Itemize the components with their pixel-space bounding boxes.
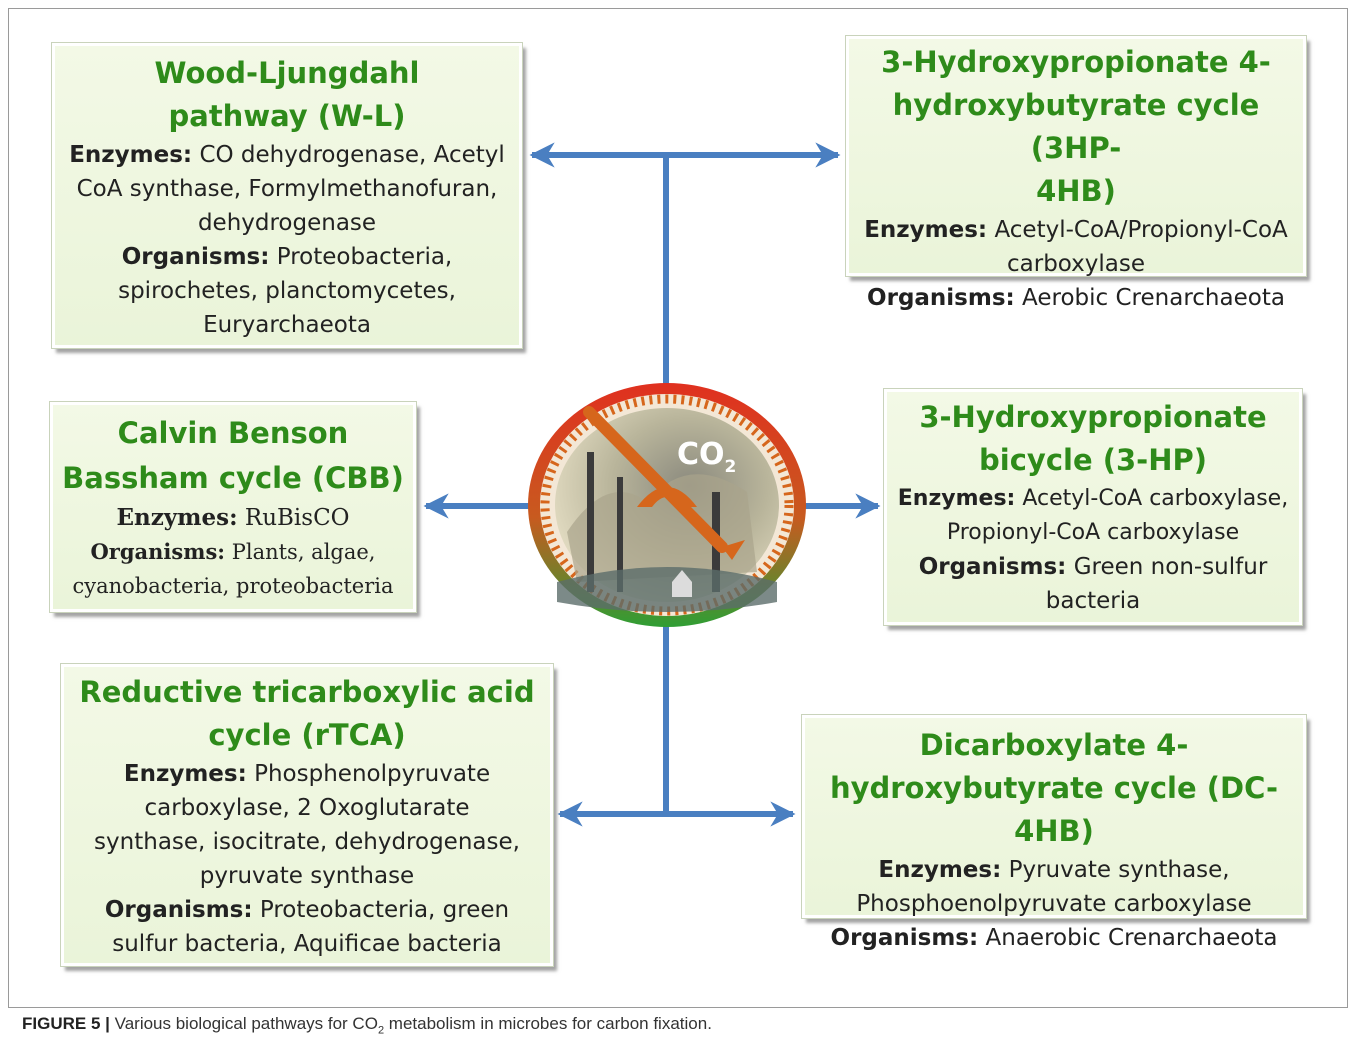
enzymes-label: Enzymes: [897,486,1016,511]
enzymes-line: Enzymes: Acetyl-CoA carboxylase, Propion… [887,482,1299,550]
box-3hp-bicycle: 3-Hydroxypropionate bicycle (3-HP) Enzym… [883,388,1303,626]
organisms-label: Organisms: [830,925,979,951]
enzymes-label: Enzymes: [878,857,1002,883]
enzymes-line: Enzymes: RuBisCO [53,501,413,535]
enzymes-text: Acetyl-CoA/Propionyl-CoA carboxylase [994,217,1288,277]
enzymes-line: Enzymes: CO dehydrogenase, Acetyl CoA sy… [55,138,519,240]
enzymes-label: Enzymes: [69,142,193,168]
co2-emblem: CO2 [527,382,807,628]
organisms-line: Organisms: Proteobacteria, spirochetes, … [55,240,519,342]
organisms-text: Green non-sulfur bacteria [1045,554,1268,614]
box-reductive-tca: Reductive tricarboxylic acid cycle (rTCA… [60,663,554,967]
enzymes-label: Enzymes: [116,504,238,531]
caption-text: Various biological pathways for CO2 meta… [114,1014,712,1037]
enzymes-text: CO dehydrogenase, Acetyl CoA synthase, F… [76,142,505,236]
box-title: Wood-Ljungdahl pathway (W-L) [154,56,420,133]
organisms-label: Organisms: [867,285,1015,311]
enzymes-text: Pyruvate synthase, Phosphoenolpyruvate c… [856,857,1252,917]
organisms-label: Organisms: [918,554,1067,580]
enzymes-text: Phosphenolpyruvate carboxylase, 2 Oxoglu… [94,761,520,889]
organisms-label: Organisms: [104,897,253,923]
organisms-text: Anaerobic Crenarchaeota [985,925,1278,951]
organisms-line: Organisms: Aerobic Crenarchaeota [849,281,1303,315]
organisms-line: Organisms: Anaerobic Crenarchaeota [805,921,1303,955]
caption-label: FIGURE 5 | [22,1014,110,1033]
enzymes-text: RuBisCO [244,505,350,531]
organisms-label: Organisms: [90,539,226,564]
box-3hp-4hb: 3-Hydroxypropionate 4- hydroxybutyrate c… [845,35,1307,311]
box-wood-ljungdahl: Wood-Ljungdahl pathway (W-L) Enzymes: CO… [51,42,523,349]
box-title: Calvin Benson Bassham cycle (CBB) [62,416,404,495]
box-dc-4hb: Dicarboxylate 4- hydroxybutyrate cycle (… [801,714,1307,951]
organisms-text: Proteobacteria, spirochetes, planctomyce… [118,244,456,338]
box-title: Reductive tricarboxylic acid cycle (rTCA… [79,675,535,752]
box-title: 3-Hydroxypropionate bicycle (3-HP) [919,400,1267,477]
figure-caption: FIGURE 5 | Various biological pathways f… [22,1014,712,1036]
box-calvin-benson: Calvin Benson Bassham cycle (CBB) Enzyme… [49,401,417,613]
co2-gauge-icon: CO2 [528,383,806,627]
enzymes-text: Acetyl-CoA carboxylase, Propionyl-CoA ca… [946,486,1289,545]
enzymes-label: Enzymes: [864,217,988,243]
organisms-text: Proteobacteria, green sulfur bacteria, A… [112,897,510,957]
enzymes-line: Enzymes: Acetyl-CoA/Propionyl-CoA carbox… [849,213,1303,281]
organisms-line: Organisms: Green non-sulfur bacteria [887,550,1299,618]
co2-label: CO2 [677,437,736,477]
organisms-text: Aerobic Crenarchaeota [1022,285,1285,311]
box-title: 3-Hydroxypropionate 4- hydroxybutyrate c… [881,45,1271,208]
organisms-text: Plants, algae, cyanobacteria, proteobact… [72,540,394,598]
enzymes-line: Enzymes: Pyruvate synthase, Phosphoenolp… [805,853,1303,921]
organisms-label: Organisms: [121,244,270,270]
organisms-line: Organisms: Proteobacteria, green sulfur … [64,893,550,961]
box-title: Dicarboxylate 4- hydroxybutyrate cycle (… [829,728,1279,848]
enzymes-line: Enzymes: Phosphenolpyruvate carboxylase,… [64,757,550,893]
enzymes-label: Enzymes: [123,761,247,787]
organisms-line: Organisms: Plants, algae, cyanobacteria,… [53,535,413,603]
